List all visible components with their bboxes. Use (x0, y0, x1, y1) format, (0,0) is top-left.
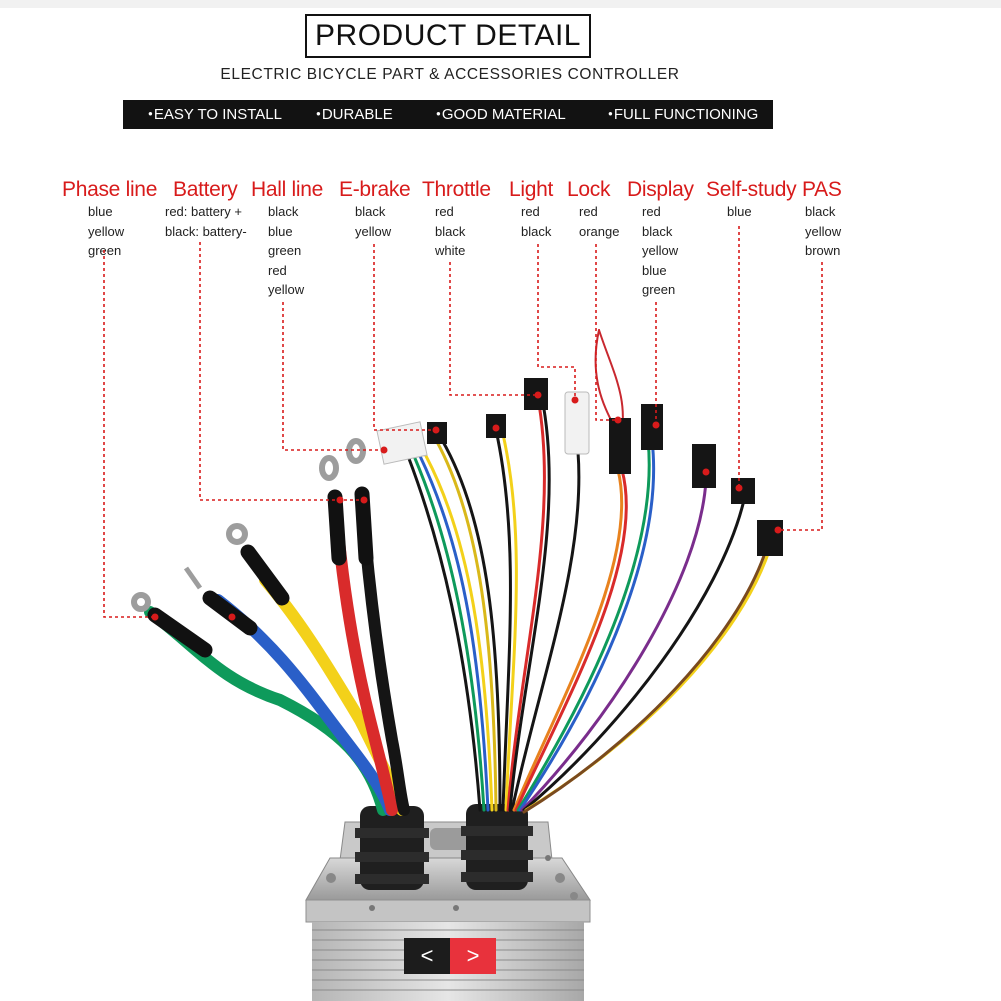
label-title: Battery (173, 178, 238, 201)
wire-color: blue (268, 223, 293, 239)
leader-lines (103, 226, 823, 618)
wire-color: red (268, 262, 287, 278)
label-title: Self-study (706, 178, 797, 201)
feature-full-functioning: FULL FUNCTIONING (608, 106, 758, 123)
feature-durable: DURABLE (316, 106, 393, 123)
label-self-study: Self-study blue (706, 178, 797, 222)
wire-color: black (355, 204, 386, 219)
wire-color: blue (727, 204, 752, 219)
label-title: Throttle (422, 178, 491, 201)
wire-color: yellow (88, 223, 125, 239)
connectors (376, 378, 783, 556)
wire-color: black (268, 204, 299, 219)
label-title: Light (509, 178, 554, 201)
prev-button[interactable]: < (404, 938, 450, 974)
wire-color: orange (579, 223, 620, 239)
top-strip (0, 0, 1001, 8)
wire-color: black (435, 223, 466, 239)
wire-color: red (642, 204, 661, 219)
wire-color: red (435, 204, 454, 219)
wire-color: red (579, 204, 598, 219)
label-hall-line: Hall line black blue green red yellow (251, 178, 323, 300)
cable-gland-right (461, 804, 533, 890)
wire-color: black (642, 223, 673, 239)
label-e-brake: E-brake black yellow (339, 178, 411, 241)
wire-color: yellow (355, 223, 392, 239)
wire-color: green (642, 282, 676, 297)
label-title: Hall line (251, 178, 323, 201)
page-title: PRODUCT DETAIL (315, 19, 581, 52)
wire-color: brown (805, 243, 841, 258)
ring-terminals (131, 438, 366, 612)
label-display: Display red black yellow blue green (627, 178, 694, 300)
wire-color: black (805, 204, 836, 219)
label-light: Light red black (509, 178, 553, 241)
wire-color: black (521, 223, 552, 239)
wire-color: red (521, 204, 540, 219)
label-pas: PAS black yellow brown (802, 178, 842, 261)
wire-color: white (435, 243, 466, 258)
wire-color: black: battery- (165, 223, 247, 239)
wire-color: yellow (805, 223, 842, 239)
leader-dots (151, 391, 782, 621)
next-button[interactable]: > (450, 938, 496, 974)
feature-good-material: GOOD MATERIAL (436, 106, 566, 123)
title-box: PRODUCT DETAIL (305, 14, 591, 58)
feature-easy-install: EASY TO INSTALL (148, 106, 282, 123)
wire-sleeves (147, 486, 374, 658)
label-throttle: Throttle red black white (422, 178, 491, 261)
wire-color: green (268, 243, 302, 258)
label-title: Display (627, 178, 694, 201)
feature-bar: EASY TO INSTALL DURABLE GOOD MATERIAL FU… (123, 100, 773, 129)
label-title: Phase line (62, 178, 158, 201)
subtitle: ELECTRIC BICYCLE PART & ACCESSORIES CONT… (220, 66, 680, 83)
wire-color: red: battery + (165, 204, 242, 219)
wire-color: blue (642, 262, 667, 278)
label-title: E-brake (339, 178, 411, 201)
controller-body (305, 821, 591, 1001)
label-title: PAS (802, 178, 842, 201)
cable-gland-left (355, 806, 429, 890)
label-title: Lock (567, 178, 611, 201)
wire-color: yellow (642, 243, 679, 258)
wire-color: blue (88, 204, 113, 219)
label-lock: Lock red orange (567, 178, 619, 241)
wire-color: yellow (268, 282, 305, 297)
signal-wires (406, 329, 772, 814)
chevron-right-icon: > (466, 943, 480, 968)
chevron-left-icon: < (420, 943, 434, 968)
label-battery: Battery red: battery + black: battery- (165, 178, 247, 241)
